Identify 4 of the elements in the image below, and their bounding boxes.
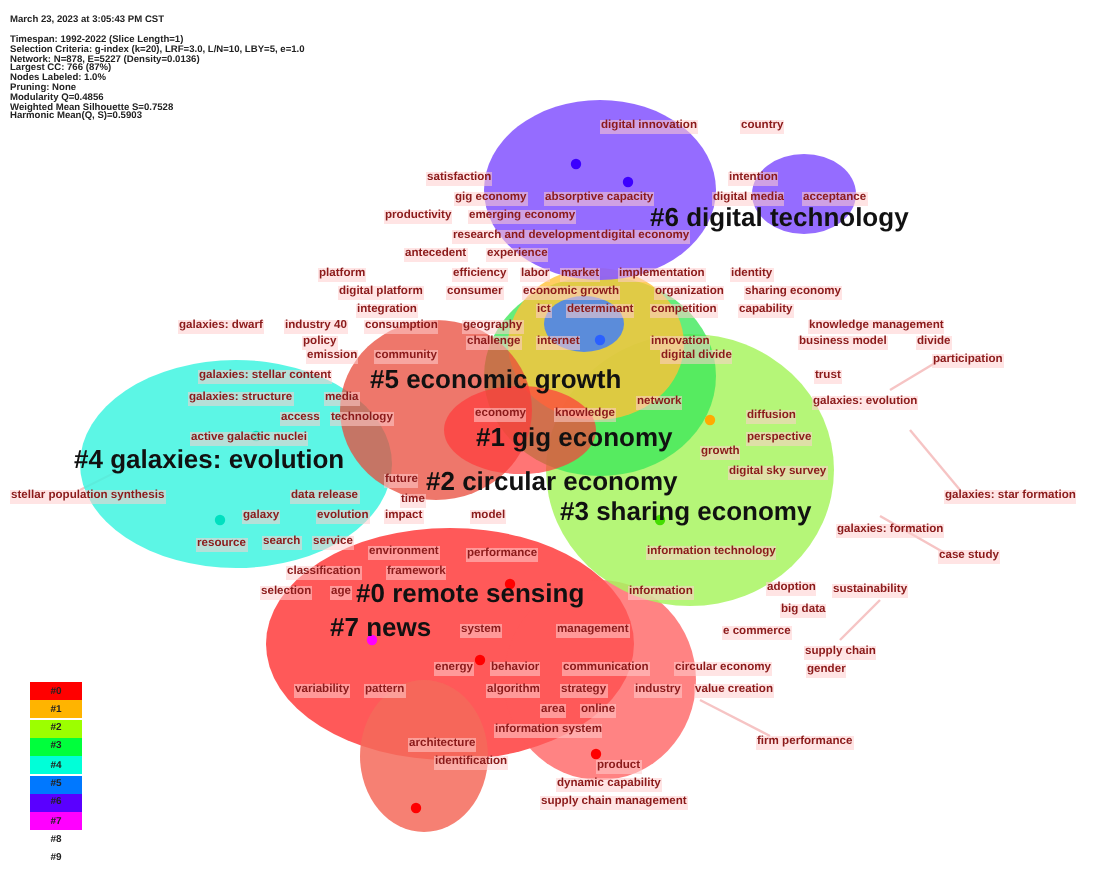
cluster-label: #7 news bbox=[330, 613, 432, 639]
cluster-label: #3 sharing economy bbox=[560, 497, 812, 523]
cluster-label: #5 economic growth bbox=[370, 365, 622, 391]
cluster-label: #0 remote sensing bbox=[356, 579, 585, 605]
